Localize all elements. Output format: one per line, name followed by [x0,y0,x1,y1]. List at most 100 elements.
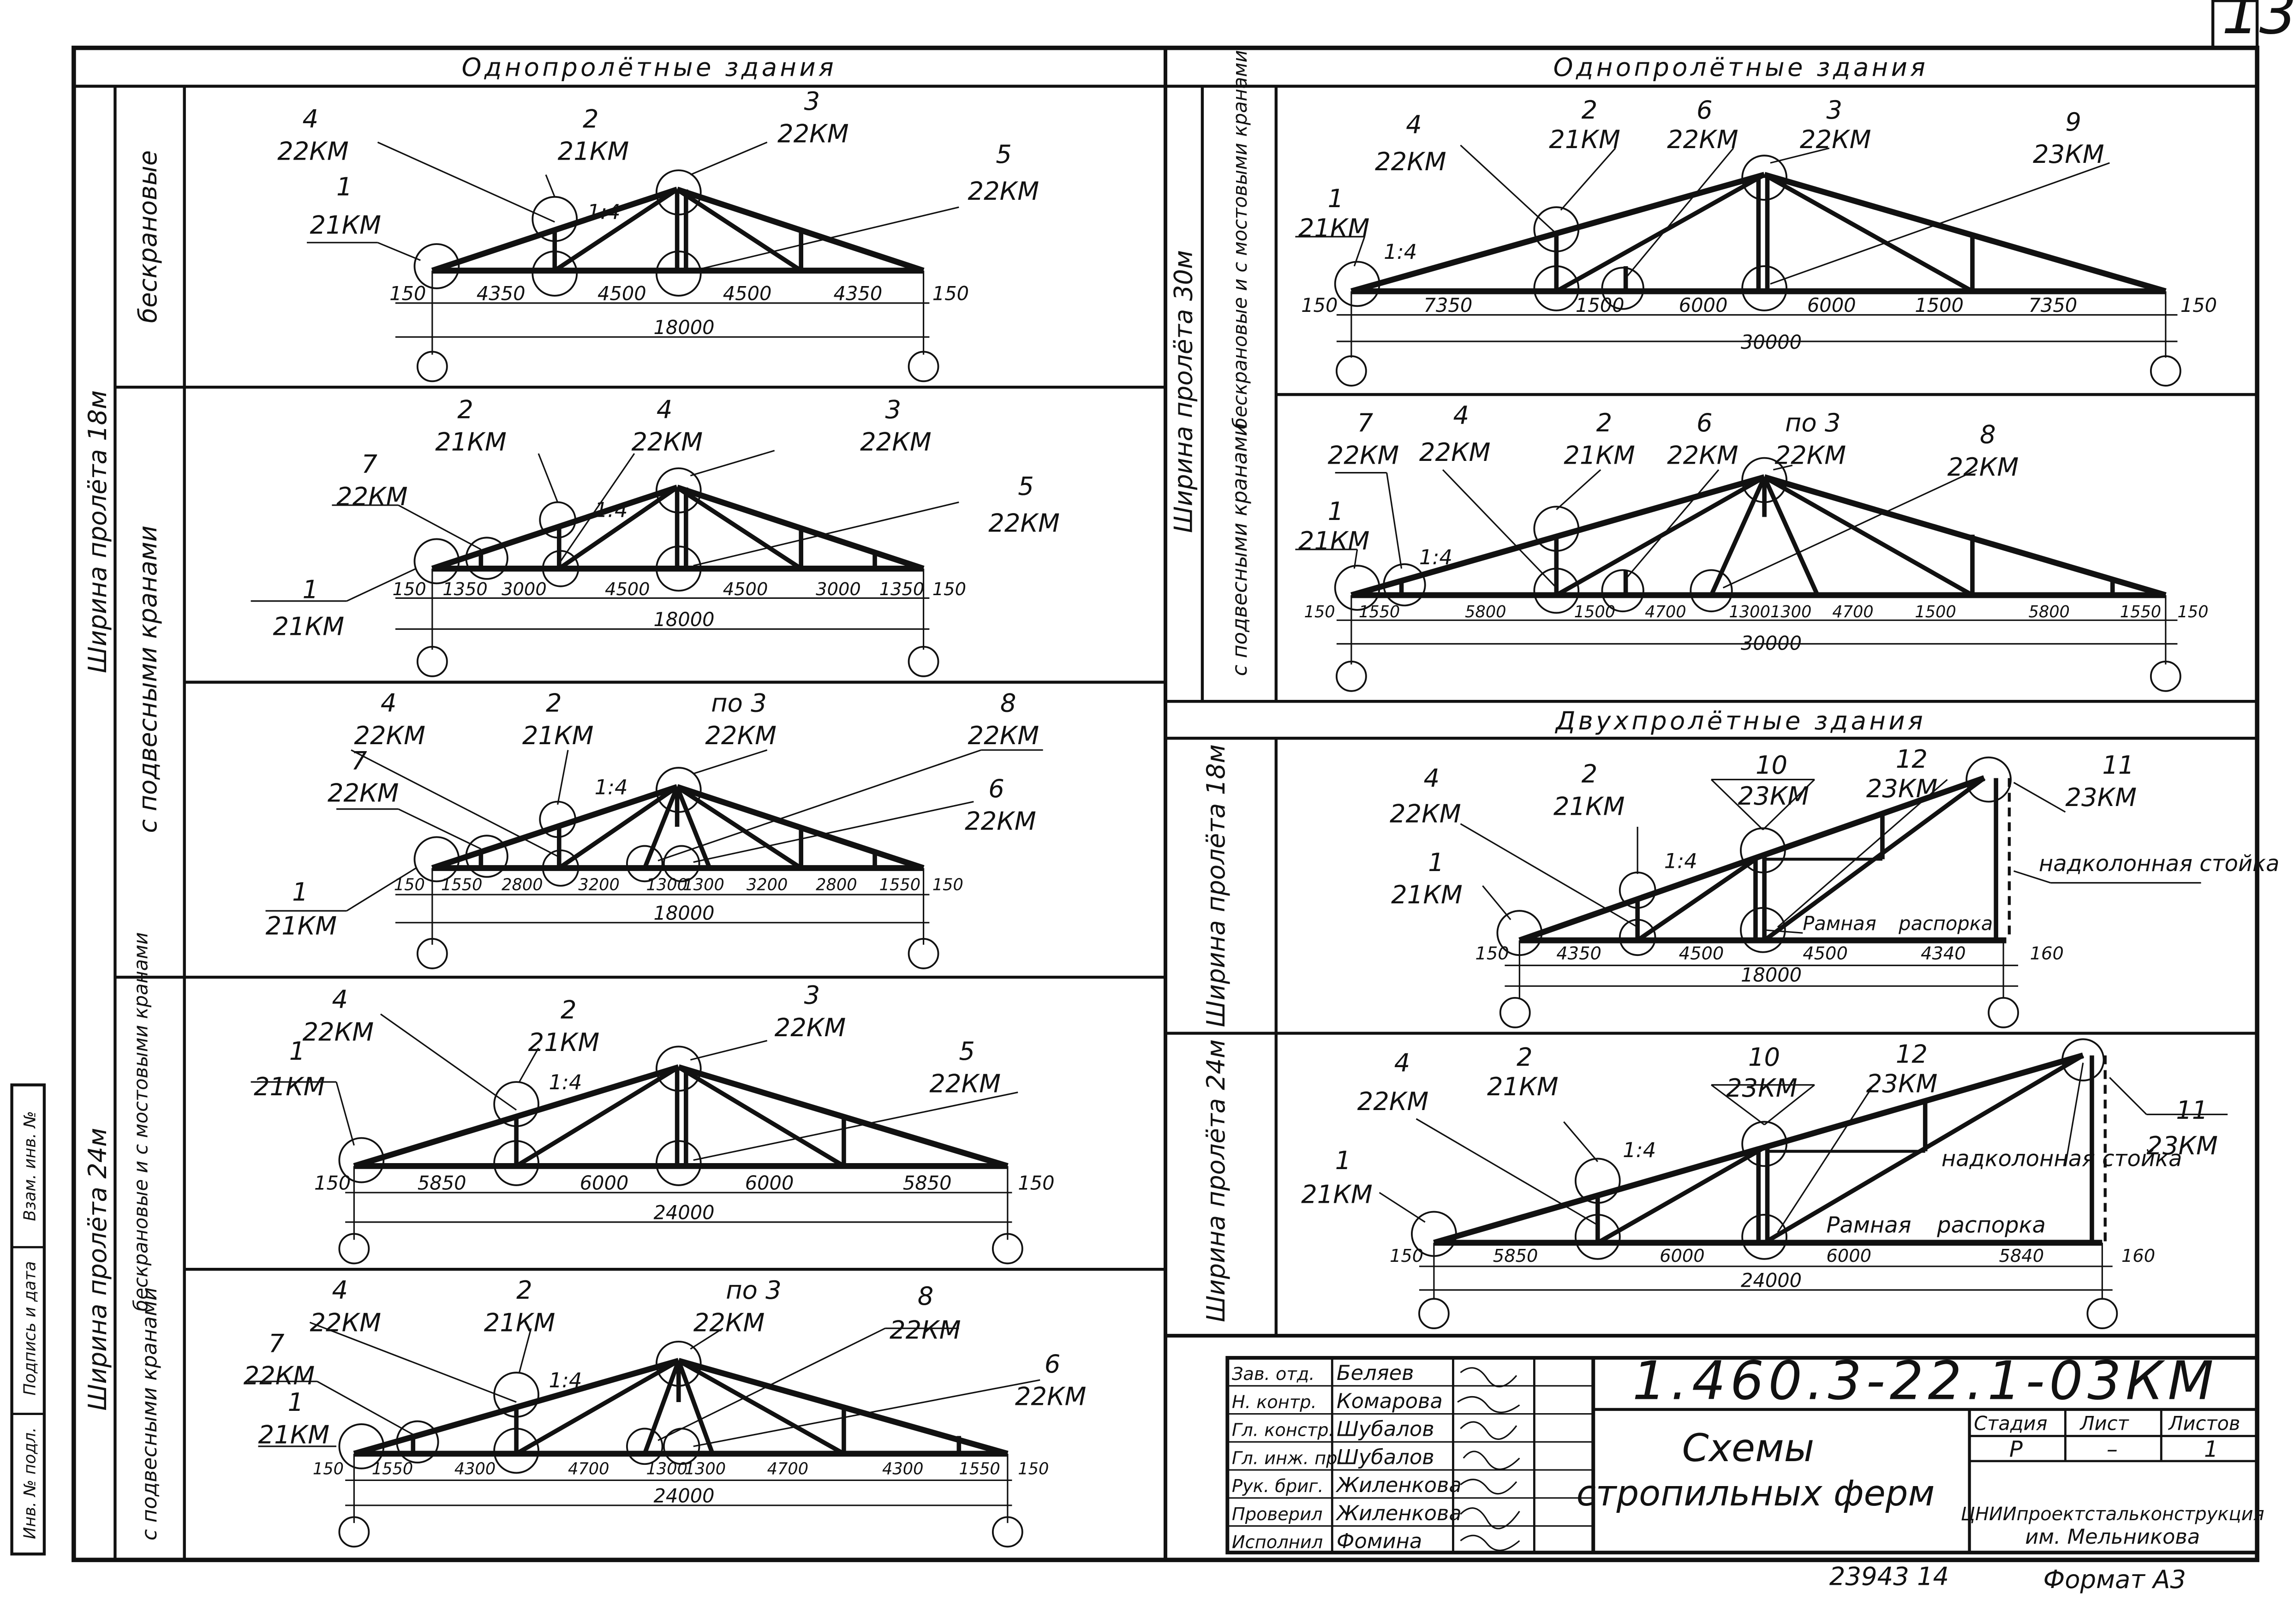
p5-dim-3: 4700 [568,1460,609,1479]
p1-dim-0: 150 [389,282,426,304]
truss-text-r3: 4 22КМ 2 21КМ 10 23КМ 12 23КМ 11 23КМ 1 … [1390,745,2279,986]
p1-label-2-num: 2 [583,104,599,133]
r4-dim-0: 150 [1390,1246,1423,1266]
p2-dim-3: 4500 [605,579,650,600]
p5-label-6-code: 22КМ [1015,1382,1087,1411]
p4-label-3-num: 3 [804,981,820,1010]
r2-label-1-num: 1 [1328,497,1344,526]
label-two-24: Ширина пролёта 24м [1201,1039,1231,1322]
p4-dim-0: 150 [314,1172,351,1194]
r2-dim-8: 1500 [1915,603,1956,621]
name-0: Беляев [1337,1361,1414,1385]
p2-label-5-code: 22КМ [988,508,1060,537]
r4-label-2-num: 2 [1517,1043,1533,1072]
r2-label-2-code: 21КМ [1564,441,1635,470]
p5-label-2-num: 2 [516,1276,532,1305]
p1-label-1-num: 1 [336,172,352,201]
p1-total: 18000 [653,316,714,339]
r3-dim-1: 4350 [1556,943,1601,964]
r3-note-column-post: надколонная стойка [2039,851,2280,877]
r1-dim-4: 6000 [1807,294,1856,316]
r1-label-6-num: 6 [1697,96,1713,125]
sheet-frame [72,0,2259,1562]
p5-dim-8: 1550 [959,1460,1000,1479]
r2-dim-7: 4700 [1832,603,1873,621]
p4-total: 24000 [653,1201,714,1224]
truss-text-p4: 4 22КМ 2 21КМ 3 22КМ 1 21КМ 5 22КМ 1:4 1… [254,981,1055,1224]
p1-dim-4: 4350 [834,282,883,304]
r4-label-2-code: 21КМ [1487,1072,1559,1101]
truss-panel-r1 [1295,144,2181,387]
r1-label-9-num: 9 [2065,107,2081,137]
p1-slope: 1:4 [587,200,621,224]
p5-label-3-code: 22КМ [693,1308,765,1337]
r4-label-1-num: 1 [1335,1146,1351,1175]
truss-text-r2: 7 22КМ 4 22КМ 2 21КМ 6 22КМ по 3 22КМ 8 … [1298,401,2209,654]
p5-dim-2: 4300 [454,1460,496,1479]
p3-label-3-num: по 3 [711,689,767,718]
p1-label-1-code: 21КМ [310,211,381,240]
p4-label-5-code: 22КМ [929,1069,1001,1099]
truss-panel-p4 [251,1013,1023,1265]
p5-dim-6: 4700 [767,1460,808,1479]
p4-label-1-code: 21КМ [254,1072,325,1101]
label-span-30: Ширина пролёта 30м [1169,250,1198,533]
label-span-18: Ширина пролёта 18м [83,390,112,673]
p5-label-8-num: 8 [918,1282,934,1311]
truss-text-p5: 4 22КМ 2 21КМ по 3 22КМ 8 22КМ 7 22КМ 6 … [244,1276,1087,1507]
r1-label-9-code: 23КМ [2033,140,2104,169]
role-3: Гл. инж. пр. [1232,1448,1343,1469]
p1-label-5-code: 22КМ [968,177,1039,206]
r2-label-8-code: 22КМ [1948,453,2019,482]
r1-label-2-code: 21КМ [1549,125,1620,154]
p3-label-3-code: 22КМ [705,721,777,750]
sheet-format: Формат А3 [2043,1565,2186,1594]
p5-slope: 1:4 [549,1368,582,1392]
name-5: Жиленкова [1335,1501,1462,1525]
p5-label-7-code: 22КМ [244,1361,315,1391]
r4-label-4-num: 4 [1394,1049,1410,1078]
p3-dim-7: 2800 [816,875,857,894]
p3-label-8-num: 8 [1000,689,1016,718]
org-name: ЦНИИпроектстальконструкция [1961,1504,2264,1525]
r1-dim-7: 150 [2180,294,2217,316]
sheet-value: – [2107,1436,2118,1462]
page-number: 13 [2222,0,2294,48]
r3-dim-3: 4500 [1803,943,1848,964]
p3-dim-1: 1550 [441,875,482,894]
name-4: Жиленкова [1335,1473,1462,1497]
p3-dim-5: 1300 [683,875,724,894]
r3-slope: 1:4 [1664,849,1697,873]
header-right: Однопролётные здания [1553,53,1929,82]
p5-label-1-num: 1 [287,1388,304,1417]
p3-dim-0: 150 [394,875,425,894]
r3-dim-2: 4500 [1679,943,1724,964]
p5-label-4-num: 4 [332,1276,348,1305]
p2-dim-5: 3000 [816,579,861,600]
r3-label-4-code: 22КМ [1390,799,1461,828]
p4-dim-5: 150 [1018,1172,1054,1194]
r2-label-4-code: 22КМ [1419,438,1491,467]
title-block-text: Зав. отд. Н. контр. Гл. констр. Гл. инж.… [1232,1350,2264,1594]
p5-dim-7: 4300 [882,1460,923,1479]
p4-dim-3: 6000 [745,1172,794,1194]
p3-dim-9: 150 [932,875,963,894]
r2-label-3-num: по 3 [1785,408,1841,437]
p1-dim-1: 4350 [477,282,526,304]
p4-label-4-code: 22КМ [302,1018,374,1047]
p3-label-1-num: 1 [292,878,308,907]
truss-panel-p3 [265,749,1043,969]
r3-label-1-num: 1 [1428,848,1444,877]
r3-label-1-code: 21КМ [1391,880,1463,909]
p2-label-5-num: 5 [1018,472,1034,501]
label-craneless: бескрановые [133,150,162,323]
header-left: Однопролётные здания [462,53,837,82]
r4-dim-4: 5840 [1999,1246,2044,1266]
r2-dim-5: 1300 [1729,603,1770,621]
r2-dim-2: 5800 [1465,603,1506,621]
r3-label-10-num: 10 [1756,751,1787,780]
stage-header: Стадия [1974,1412,2047,1435]
r3-total: 18000 [1741,964,1802,986]
label-two-18: Ширина пролёта 18м [1201,744,1231,1027]
r3-label-2-num: 2 [1582,759,1598,788]
